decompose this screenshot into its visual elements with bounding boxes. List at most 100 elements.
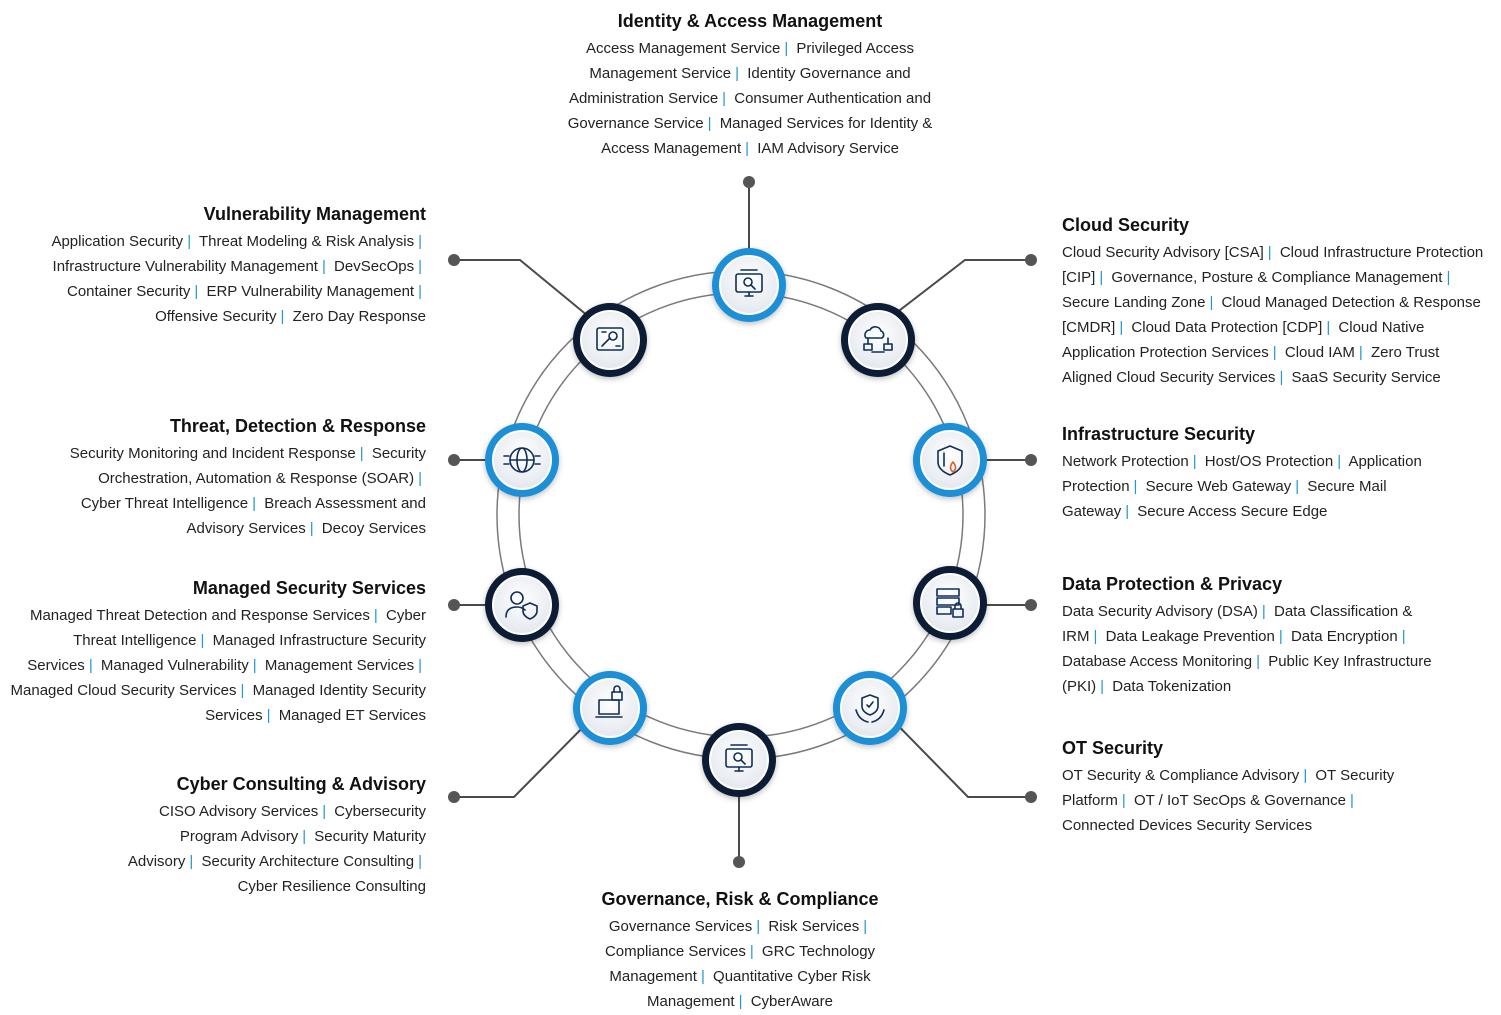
service-item: Data Tokenization bbox=[1112, 678, 1232, 695]
service-list: Data Security Advisory (DSA)| Data Class… bbox=[1062, 599, 1432, 699]
connector-dot bbox=[1025, 454, 1037, 466]
separator: | bbox=[1256, 653, 1261, 670]
section-infra: Infrastructure Security Network Protecti… bbox=[1062, 423, 1422, 524]
service-list: Managed Threat Detection and Response Se… bbox=[6, 603, 426, 728]
connector-dot bbox=[1025, 254, 1037, 266]
service-item: Database Access Monitoring bbox=[1062, 653, 1253, 670]
connector-dot bbox=[448, 791, 460, 803]
service-item: SaaS Security Service bbox=[1291, 369, 1441, 386]
connector-dot bbox=[448, 454, 460, 466]
separator: | bbox=[722, 90, 727, 107]
service-item: Governance, Posture & Compliance Managem… bbox=[1111, 269, 1443, 286]
connector-vuln bbox=[448, 254, 606, 331]
separator: | bbox=[1278, 628, 1283, 645]
separator: | bbox=[1295, 478, 1300, 495]
service-item: OT / IoT SecOps & Governance bbox=[1133, 792, 1346, 809]
connector-dot bbox=[743, 176, 755, 188]
service-item: Compliance Services bbox=[604, 943, 746, 960]
service-item: Managed Cloud Security Services bbox=[10, 682, 237, 699]
section-tdr: Threat, Detection & Response Security Mo… bbox=[56, 415, 426, 541]
service-item: Security Maturity Advisory bbox=[127, 828, 426, 870]
separator: | bbox=[266, 707, 271, 724]
connector-ot bbox=[874, 701, 1037, 803]
separator: | bbox=[1121, 792, 1126, 809]
node-disc bbox=[709, 730, 769, 790]
service-item: Infrastructure Vulnerability Management bbox=[52, 258, 318, 275]
service-item: Breach Assessment and Advisory Services bbox=[186, 495, 426, 537]
service-list: Governance Services| Risk Services| Comp… bbox=[570, 914, 910, 1014]
service-item: Data Encryption bbox=[1290, 628, 1398, 645]
board-wrench-icon bbox=[596, 327, 624, 351]
service-item: Risk Services bbox=[768, 918, 860, 935]
section-grc: Governance, Risk & Compliance Governance… bbox=[570, 888, 910, 1014]
separator: | bbox=[1093, 628, 1098, 645]
node-disc bbox=[719, 255, 779, 315]
separator: | bbox=[309, 520, 314, 537]
separator: | bbox=[252, 657, 257, 674]
node-disc bbox=[492, 575, 552, 635]
service-item: Privileged Access Management Service bbox=[589, 40, 914, 82]
shield-fire-icon bbox=[937, 445, 963, 476]
service-item: Consumer Authentication and Governance S… bbox=[567, 90, 932, 132]
service-item: Connected Devices Security Services bbox=[1062, 817, 1313, 834]
connector-dot bbox=[448, 599, 460, 611]
separator: | bbox=[1358, 344, 1363, 361]
service-item: Threat Modeling & Risk Analysis bbox=[199, 233, 415, 250]
section-cloud: Cloud Security Cloud Security Advisory [… bbox=[1062, 214, 1492, 390]
separator: | bbox=[745, 140, 750, 157]
section-title: Identity & Access Management bbox=[617, 11, 883, 31]
separator: | bbox=[700, 968, 705, 985]
service-item: Network Protection bbox=[1062, 453, 1189, 470]
service-item: Host/OS Protection bbox=[1204, 453, 1334, 470]
service-item: GRC Technology Management bbox=[609, 943, 876, 985]
service-list: OT Security & Compliance Advisory| OT Se… bbox=[1062, 763, 1402, 838]
separator: | bbox=[1272, 344, 1277, 361]
separator: | bbox=[1401, 628, 1406, 645]
separator: | bbox=[735, 65, 740, 82]
section-vuln: Vulnerability Management Application Sec… bbox=[36, 203, 426, 329]
separator: | bbox=[1100, 678, 1105, 695]
service-item: Decoy Services bbox=[321, 520, 426, 537]
service-item: Secure Landing Zone bbox=[1062, 294, 1206, 311]
separator: | bbox=[280, 308, 285, 325]
service-item: Application Security bbox=[51, 233, 184, 250]
service-list: Security Monitoring and Incident Respons… bbox=[56, 441, 426, 541]
section-title: Vulnerability Management bbox=[203, 204, 426, 224]
monitor-search-icon bbox=[735, 269, 763, 297]
section-title: Managed Security Services bbox=[192, 578, 426, 598]
separator: | bbox=[88, 657, 93, 674]
connector-cloud bbox=[877, 254, 1037, 328]
service-item: Managed Identity Security Services bbox=[205, 682, 426, 724]
hands-shield-icon bbox=[855, 694, 885, 723]
service-item: Cloud Managed Detection & Response [CMDR… bbox=[1062, 294, 1481, 336]
node-grc bbox=[702, 723, 776, 797]
service-item: CISO Advisory Services bbox=[159, 803, 319, 820]
service-item: Managed Services for Identity & Access M… bbox=[601, 115, 933, 157]
separator: | bbox=[194, 283, 199, 300]
service-item: Secure Mail Gateway bbox=[1062, 478, 1387, 520]
section-title: Threat, Detection & Response bbox=[169, 416, 426, 436]
section-ot: OT Security OT Security & Compliance Adv… bbox=[1062, 737, 1402, 838]
node-disc bbox=[840, 678, 900, 738]
service-item: Application Protection bbox=[1062, 453, 1422, 495]
service-item: Cloud Infrastructure Protection [CIP] bbox=[1062, 244, 1484, 286]
section-title: Cloud Security bbox=[1062, 215, 1190, 235]
service-item: Data Security Advisory (DSA) bbox=[1062, 603, 1258, 620]
service-item: Public Key Infrastructure (PKI) bbox=[1062, 653, 1432, 695]
separator: | bbox=[1446, 269, 1451, 286]
node-disc bbox=[920, 430, 980, 490]
connector-dot bbox=[733, 856, 745, 868]
connector-dot bbox=[1025, 599, 1037, 611]
service-item: Quantitative Cyber Risk Management bbox=[647, 968, 871, 1010]
separator: | bbox=[418, 258, 422, 275]
separator: | bbox=[418, 853, 422, 870]
node-vuln bbox=[573, 303, 647, 377]
service-item: OT Security & Compliance Advisory bbox=[1062, 767, 1300, 784]
separator: | bbox=[418, 233, 422, 250]
connector-dot bbox=[448, 254, 460, 266]
wheel-nodes bbox=[485, 248, 987, 797]
section-title: Data Protection & Privacy bbox=[1062, 574, 1283, 594]
service-item: CyberAware bbox=[750, 993, 833, 1010]
node-data bbox=[913, 566, 987, 640]
